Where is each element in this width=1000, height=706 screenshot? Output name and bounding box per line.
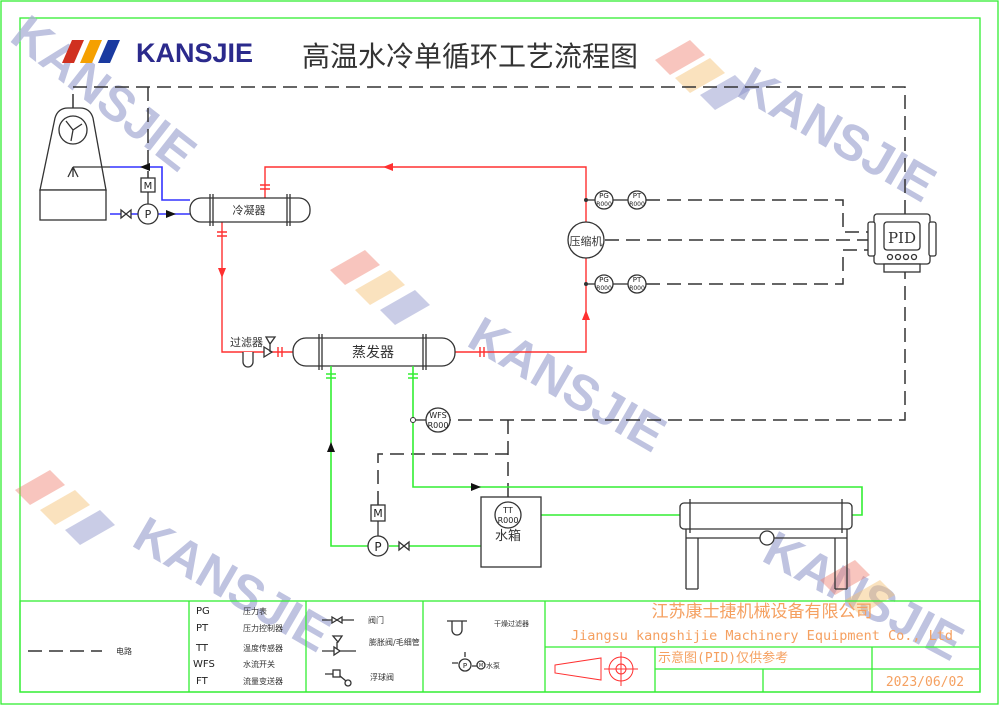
- motor-label: M: [144, 181, 153, 192]
- pid-label: PID: [888, 229, 916, 247]
- svg-text:WFS: WFS: [429, 411, 446, 420]
- svg-text:WFS: WFS: [193, 659, 215, 670]
- legend-abbreviations: PG 压力表 PT 压力控制器 TT 温度传感器 WFS 水流开关 FT 流量变…: [193, 606, 283, 687]
- company-name-en: Jiangsu kangshijie Machinery Equipment C…: [571, 628, 953, 644]
- chilled-water-line: [330, 366, 369, 547]
- legend: 电路 PG 压力表 PT 压力控制器 TT 温度传感器 WFS 水流开关 FT …: [19, 600, 981, 693]
- logo-text: KANSJIE: [136, 38, 253, 68]
- svg-text:P: P: [463, 662, 467, 670]
- chilled-pump: [367, 535, 389, 557]
- svg-text:TT: TT: [195, 643, 209, 654]
- title-block: 江苏康士捷机械设备有限公司 Jiangsu kangshijie Machine…: [545, 602, 979, 692]
- flow-arrow: [582, 310, 590, 320]
- svg-text:PG: PG: [599, 276, 609, 284]
- svg-text:R000: R000: [498, 516, 519, 525]
- svg-text:水箱: 水箱: [495, 528, 521, 544]
- watermark-text: KANSJIE: [125, 506, 341, 663]
- pg-gauge-bottom: PG R000: [594, 274, 614, 294]
- filter-label: 过滤器: [230, 336, 263, 349]
- compressor-label: 压缩机: [570, 234, 603, 248]
- compressor: 压缩机: [567, 221, 605, 259]
- company-name-cn: 江苏康士捷机械设备有限公司: [652, 602, 873, 622]
- svg-text:TT: TT: [502, 506, 513, 515]
- refrigerant-line: [264, 166, 587, 222]
- valve-icon: [398, 540, 410, 552]
- watermarks: KANSJIE KANSJIE KANSJIE KANSJIE KANSJIE: [1, 5, 972, 672]
- svg-text:PG: PG: [599, 192, 609, 200]
- svg-text:PT: PT: [633, 192, 642, 200]
- pump-label: P: [145, 208, 152, 221]
- process-equipment: [679, 499, 853, 590]
- watermark-text: KANSJIE: [730, 56, 946, 213]
- svg-text:压力控制器: 压力控制器: [243, 623, 283, 633]
- svg-text:膨胀阀/毛细管: 膨胀阀/毛细管: [369, 637, 420, 647]
- svg-text:阀门: 阀门: [368, 615, 384, 625]
- pump-label: P: [374, 540, 381, 554]
- motor-label: M: [373, 507, 383, 520]
- svg-text:R000: R000: [596, 285, 612, 292]
- logo: KANSJIE: [62, 38, 253, 68]
- svg-text:PT: PT: [196, 623, 209, 634]
- svg-text:PG: PG: [196, 606, 210, 617]
- pt-controller-bottom: PT R000: [627, 274, 647, 294]
- svg-text:M: M: [479, 663, 483, 669]
- svg-text:R000: R000: [596, 201, 612, 208]
- svg-text:水流开关: 水流开关: [243, 659, 275, 669]
- chilled-water-line: [412, 366, 863, 516]
- pt-controller-top: PT R000: [627, 190, 647, 210]
- filter: 过滤器: [230, 336, 263, 368]
- legend-expansion-valve-icon: [322, 635, 356, 657]
- svg-text:流量变送器: 流量变送器: [243, 676, 283, 686]
- water-tank: TT R000 水箱: [480, 496, 542, 568]
- drawing-date: 2023/06/02: [886, 675, 964, 690]
- pg-gauge-top: PG R000: [594, 190, 614, 210]
- flow-arrow: [327, 442, 335, 452]
- expansion-valve-icon: [263, 336, 277, 359]
- flow-arrow: [218, 268, 226, 278]
- flow-arrow: [166, 210, 176, 218]
- water-flow-switch: WFS R000: [425, 407, 451, 433]
- flow-arrow: [383, 163, 393, 171]
- svg-text:R000: R000: [629, 201, 645, 208]
- svg-text:电路: 电路: [116, 646, 132, 656]
- projection-symbol-icon: [554, 652, 638, 686]
- watermark-text: KANSJIE: [460, 306, 676, 463]
- svg-text:FT: FT: [196, 676, 209, 687]
- cooling-pump: [137, 203, 159, 225]
- svg-text:R000: R000: [629, 285, 645, 292]
- evaporator-label: 蒸发器: [352, 345, 394, 361]
- refrigerant-line: [221, 222, 293, 353]
- flow-arrow: [140, 163, 150, 171]
- evaporator: 蒸发器: [292, 334, 456, 370]
- svg-text:温度传感器: 温度传感器: [243, 643, 283, 653]
- svg-text:干燥过滤器: 干燥过滤器: [494, 619, 529, 628]
- page-title: 高温水冷单循环工艺流程图: [302, 40, 638, 73]
- drawing-note: 示意图(PID)仅供参考: [658, 650, 788, 666]
- valve-icon: [120, 208, 132, 220]
- condenser: 冷凝器: [189, 194, 311, 226]
- legend-dry-filter-icon: [447, 620, 467, 636]
- cooling-tower: [39, 107, 110, 221]
- flow-arrow: [471, 483, 481, 491]
- condenser-label: 冷凝器: [233, 203, 266, 217]
- pid-controller: PID: [867, 213, 937, 273]
- svg-text:压力表: 压力表: [243, 606, 267, 616]
- svg-text:R000: R000: [428, 421, 449, 430]
- legend-valve-icon: [322, 615, 354, 625]
- svg-text:浮球阀: 浮球阀: [370, 672, 394, 682]
- legend-pump-icon: P M: [452, 652, 486, 672]
- electrical-lines: [72, 86, 906, 505]
- watermark-text: KANSJIE: [1, 5, 206, 183]
- svg-text:PT: PT: [633, 276, 642, 284]
- svg-text:水泵: 水泵: [486, 661, 500, 670]
- legend-float-valve-icon: [325, 669, 352, 687]
- refrigerant-line: [455, 258, 587, 353]
- cooling-water-supply: [110, 166, 190, 201]
